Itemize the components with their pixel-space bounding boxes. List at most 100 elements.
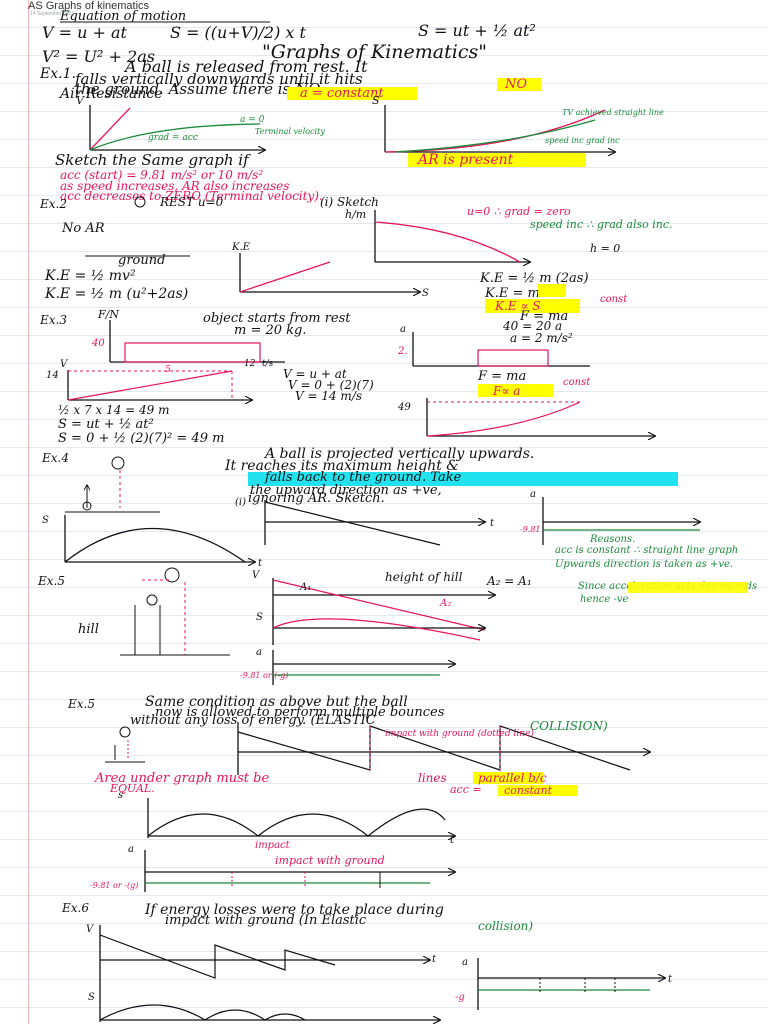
ex1-hl-a: a = constant	[300, 86, 384, 101]
ex3-fma2-text: F = ma	[477, 369, 526, 384]
ex5-height-text: height of hill	[385, 570, 463, 584]
ex5b-g-text: -9.81 or -(g)	[90, 881, 138, 890]
page-heading: "Graphs of Kinematics"	[262, 41, 487, 63]
ex1-ann-a0-text: a = 0	[240, 115, 265, 125]
ex3-ts-text: t/s	[262, 359, 274, 369]
ex3-const-text: const	[563, 377, 591, 388]
ex5b-s-text: s	[118, 790, 123, 801]
ex4-l1-text: A ball is projected vertically upwards.	[263, 446, 534, 462]
ex6-t-text: t	[668, 974, 673, 985]
ex1-ann-tv-text: TV achieved straight line	[562, 108, 664, 117]
ex2-no-ar-text: No AR	[61, 221, 105, 236]
ex6-v-text: V	[86, 924, 95, 935]
ex2-sketch-text: (i) Sketch	[320, 195, 379, 209]
ex4-l3-text: falls back to the ground. Take	[264, 470, 462, 485]
ex5b-l2-text: now is allowed to perform multiple bounc…	[155, 705, 445, 720]
ex6-l1-text: If energy losses were to take place duri…	[144, 902, 444, 918]
ex6-t-text: t	[432, 954, 437, 965]
ex4-g-text: -9.81	[520, 525, 541, 534]
ex5b-t-text: t	[450, 835, 455, 846]
ex3-s49-text: 49	[397, 402, 411, 413]
ex5b-equal-text: EQUAL.	[109, 782, 155, 795]
ex3-t5-text: 5	[165, 365, 171, 375]
ex5b-l3-text: without any loss of energy. (ELASTIC	[130, 713, 376, 728]
ex5-a2a1-text: A₂ = A₁	[486, 574, 532, 588]
ex5b-l1-text: Same condition as above but the ball	[145, 694, 408, 710]
ex5-hill-text: hill	[78, 622, 99, 637]
ex4-r2-text: acc is constant ∴ straight line graph	[555, 545, 738, 556]
ex1-ann-term-text: Terminal velocity	[255, 127, 325, 136]
title-bar: AS Graphs of kinematics 14 September 202…	[0, 0, 768, 17]
ex2-rest-text: REST u=0	[159, 195, 224, 209]
ex5-label: Ex.5	[37, 574, 65, 588]
ex3-s2-text: S = 0 + ½ (2)(7)² = 49 m	[58, 431, 224, 446]
ex3-mass-text: m = 20 kg.	[234, 323, 307, 338]
eq1: V = u + at	[42, 23, 128, 42]
ex4-a-text: a	[530, 489, 536, 500]
ex5-v-text: V	[252, 570, 261, 581]
ex5b-impact2-text: impact	[255, 840, 291, 851]
ex5b-impact-text: impact with ground (dotted line)	[385, 728, 534, 739]
ex3-t12-text: 12	[244, 359, 256, 369]
ex4-l4-text: the upward direction as +ve,	[250, 483, 442, 498]
ex3-fn-text: F/N	[97, 308, 119, 321]
ex1-hl-no: NO	[504, 77, 527, 92]
ex1-p1-text: acc (start) = 9.81 m/s² or 10 m/s²	[60, 168, 263, 182]
ex5b-label: Ex.5	[67, 697, 95, 711]
eq2: S = ((u+V)/2) x t	[170, 23, 307, 42]
ex1-ax-s-text: S	[372, 94, 380, 107]
ex5b-constant-text: constant	[504, 784, 553, 797]
ex1-sketch: Sketch the Same graph if	[55, 151, 251, 169]
ex2-ke-ax-text: K.E	[231, 242, 251, 253]
page-title: AS Graphs of kinematics	[28, 0, 150, 12]
ex2-u0-text: u=0 ∴ grad = zero	[467, 205, 571, 218]
ex3-v40-text: 40	[91, 338, 105, 349]
eq3: S = ut + ½ at²	[418, 21, 536, 40]
ex5-a-text: a	[256, 647, 262, 658]
ex2-s-ax-text: S	[422, 288, 429, 299]
ex2-label: Ex.2	[39, 197, 67, 211]
margin-line	[28, 0, 29, 1024]
ex1-p2-text: as speed increases, AR also increases	[60, 179, 289, 193]
ex6-a-text: a	[462, 957, 468, 968]
eq4: V² = U² + 2as	[42, 47, 155, 66]
ex2-spd-text: speed inc ∴ grad also inc.	[530, 218, 673, 231]
ex5b-impact3-text: impact with ground	[275, 854, 385, 867]
ex3-fa-text: F∝ a	[492, 384, 520, 398]
ex1-ax-v-text: V	[76, 94, 85, 107]
ex4-r5-text: hence -ve	[580, 594, 629, 605]
ex3-area-text: ½ x 7 x 14 = 49 m	[58, 403, 169, 417]
ex3-a2-text: 2.	[397, 346, 408, 357]
ex1-line3: the ground. Assume there is NO	[75, 80, 320, 98]
ex4-r1-text: Reasons.	[589, 534, 635, 545]
ex2-ke3-text: K.E = ½ m (2as)	[479, 271, 589, 286]
ex1-hl-ar: AR is present	[416, 152, 514, 168]
ex4-label: Ex.4	[41, 451, 69, 465]
ex4-r3-text: Upwards direction is taken as +ve.	[555, 559, 733, 570]
eq-heading: Equation of motion	[59, 9, 186, 24]
ex5b-parallel-text: parallel b/c	[478, 771, 547, 785]
ex3-v3-text: V = 14 m/s	[295, 389, 362, 403]
ex6-s-text: S	[88, 992, 95, 1003]
ex4-t-text: t	[258, 558, 263, 569]
ex3-fma-text: F = ma	[519, 309, 568, 324]
ex3-s1-text: S = ut + ½ at²	[58, 417, 154, 432]
ex5b-acc-text: acc =	[450, 783, 482, 796]
ex1-line4: Air Resistance	[58, 86, 163, 102]
ex1-p3-text: acc decreases to ZERO (Terminal velocity…	[60, 189, 323, 203]
ex4-i-text: (i)	[235, 497, 246, 508]
ex4-l5-text: ignoring AR. Sketch.	[248, 491, 385, 506]
ex2-h0-text: h = 0	[590, 242, 620, 255]
ex3-v14-text: 14	[46, 370, 59, 381]
ex3-acc-text: a = 2 m/s²	[510, 331, 573, 345]
ex2-ke2-text: K.E = ½ m (u²+2as)	[44, 286, 188, 302]
ex2-hm-text: h/m	[345, 208, 366, 221]
ex3-v2-text: V = 0 + (2)(7)	[288, 378, 374, 392]
ex3-vuat-text: V = u + at	[283, 367, 347, 381]
ex4-t-text: t	[490, 518, 495, 529]
ex5b-a-text: a	[128, 844, 134, 855]
ex1-line1: A ball is released from rest. It	[123, 57, 368, 76]
ex5b-lines-text: lines	[418, 771, 447, 785]
